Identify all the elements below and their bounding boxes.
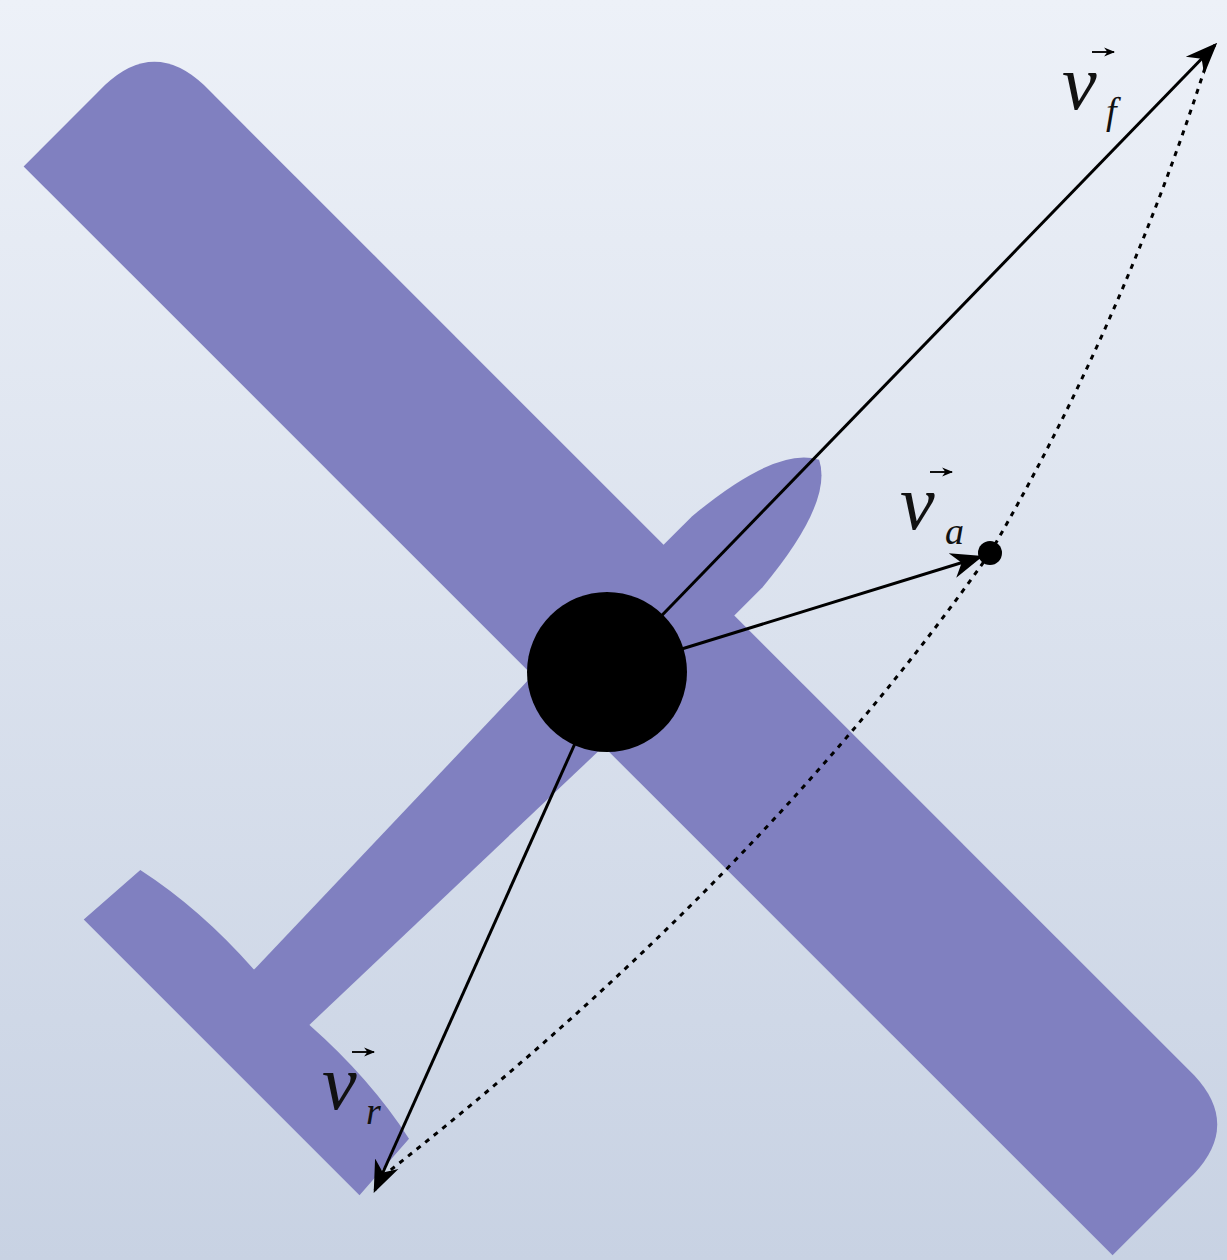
center-disc — [527, 592, 687, 752]
velocity-vector — [607, 45, 1215, 672]
dotted-construction-line — [990, 68, 1205, 553]
vector-symbol: v — [900, 464, 935, 542]
vector-symbol: v — [322, 1044, 357, 1122]
wing — [24, 36, 1227, 1256]
velocity-vector — [375, 672, 607, 1190]
endpoint-dot — [978, 541, 1002, 565]
dotted-construction-line — [388, 553, 990, 1172]
vector-subscript: r — [366, 1092, 381, 1130]
vector-subscript: f — [1106, 92, 1117, 130]
vector-symbol: v — [1062, 44, 1097, 122]
vector-subscript: a — [945, 512, 964, 550]
fuselage — [218, 425, 854, 1061]
tailplane — [84, 858, 421, 1195]
